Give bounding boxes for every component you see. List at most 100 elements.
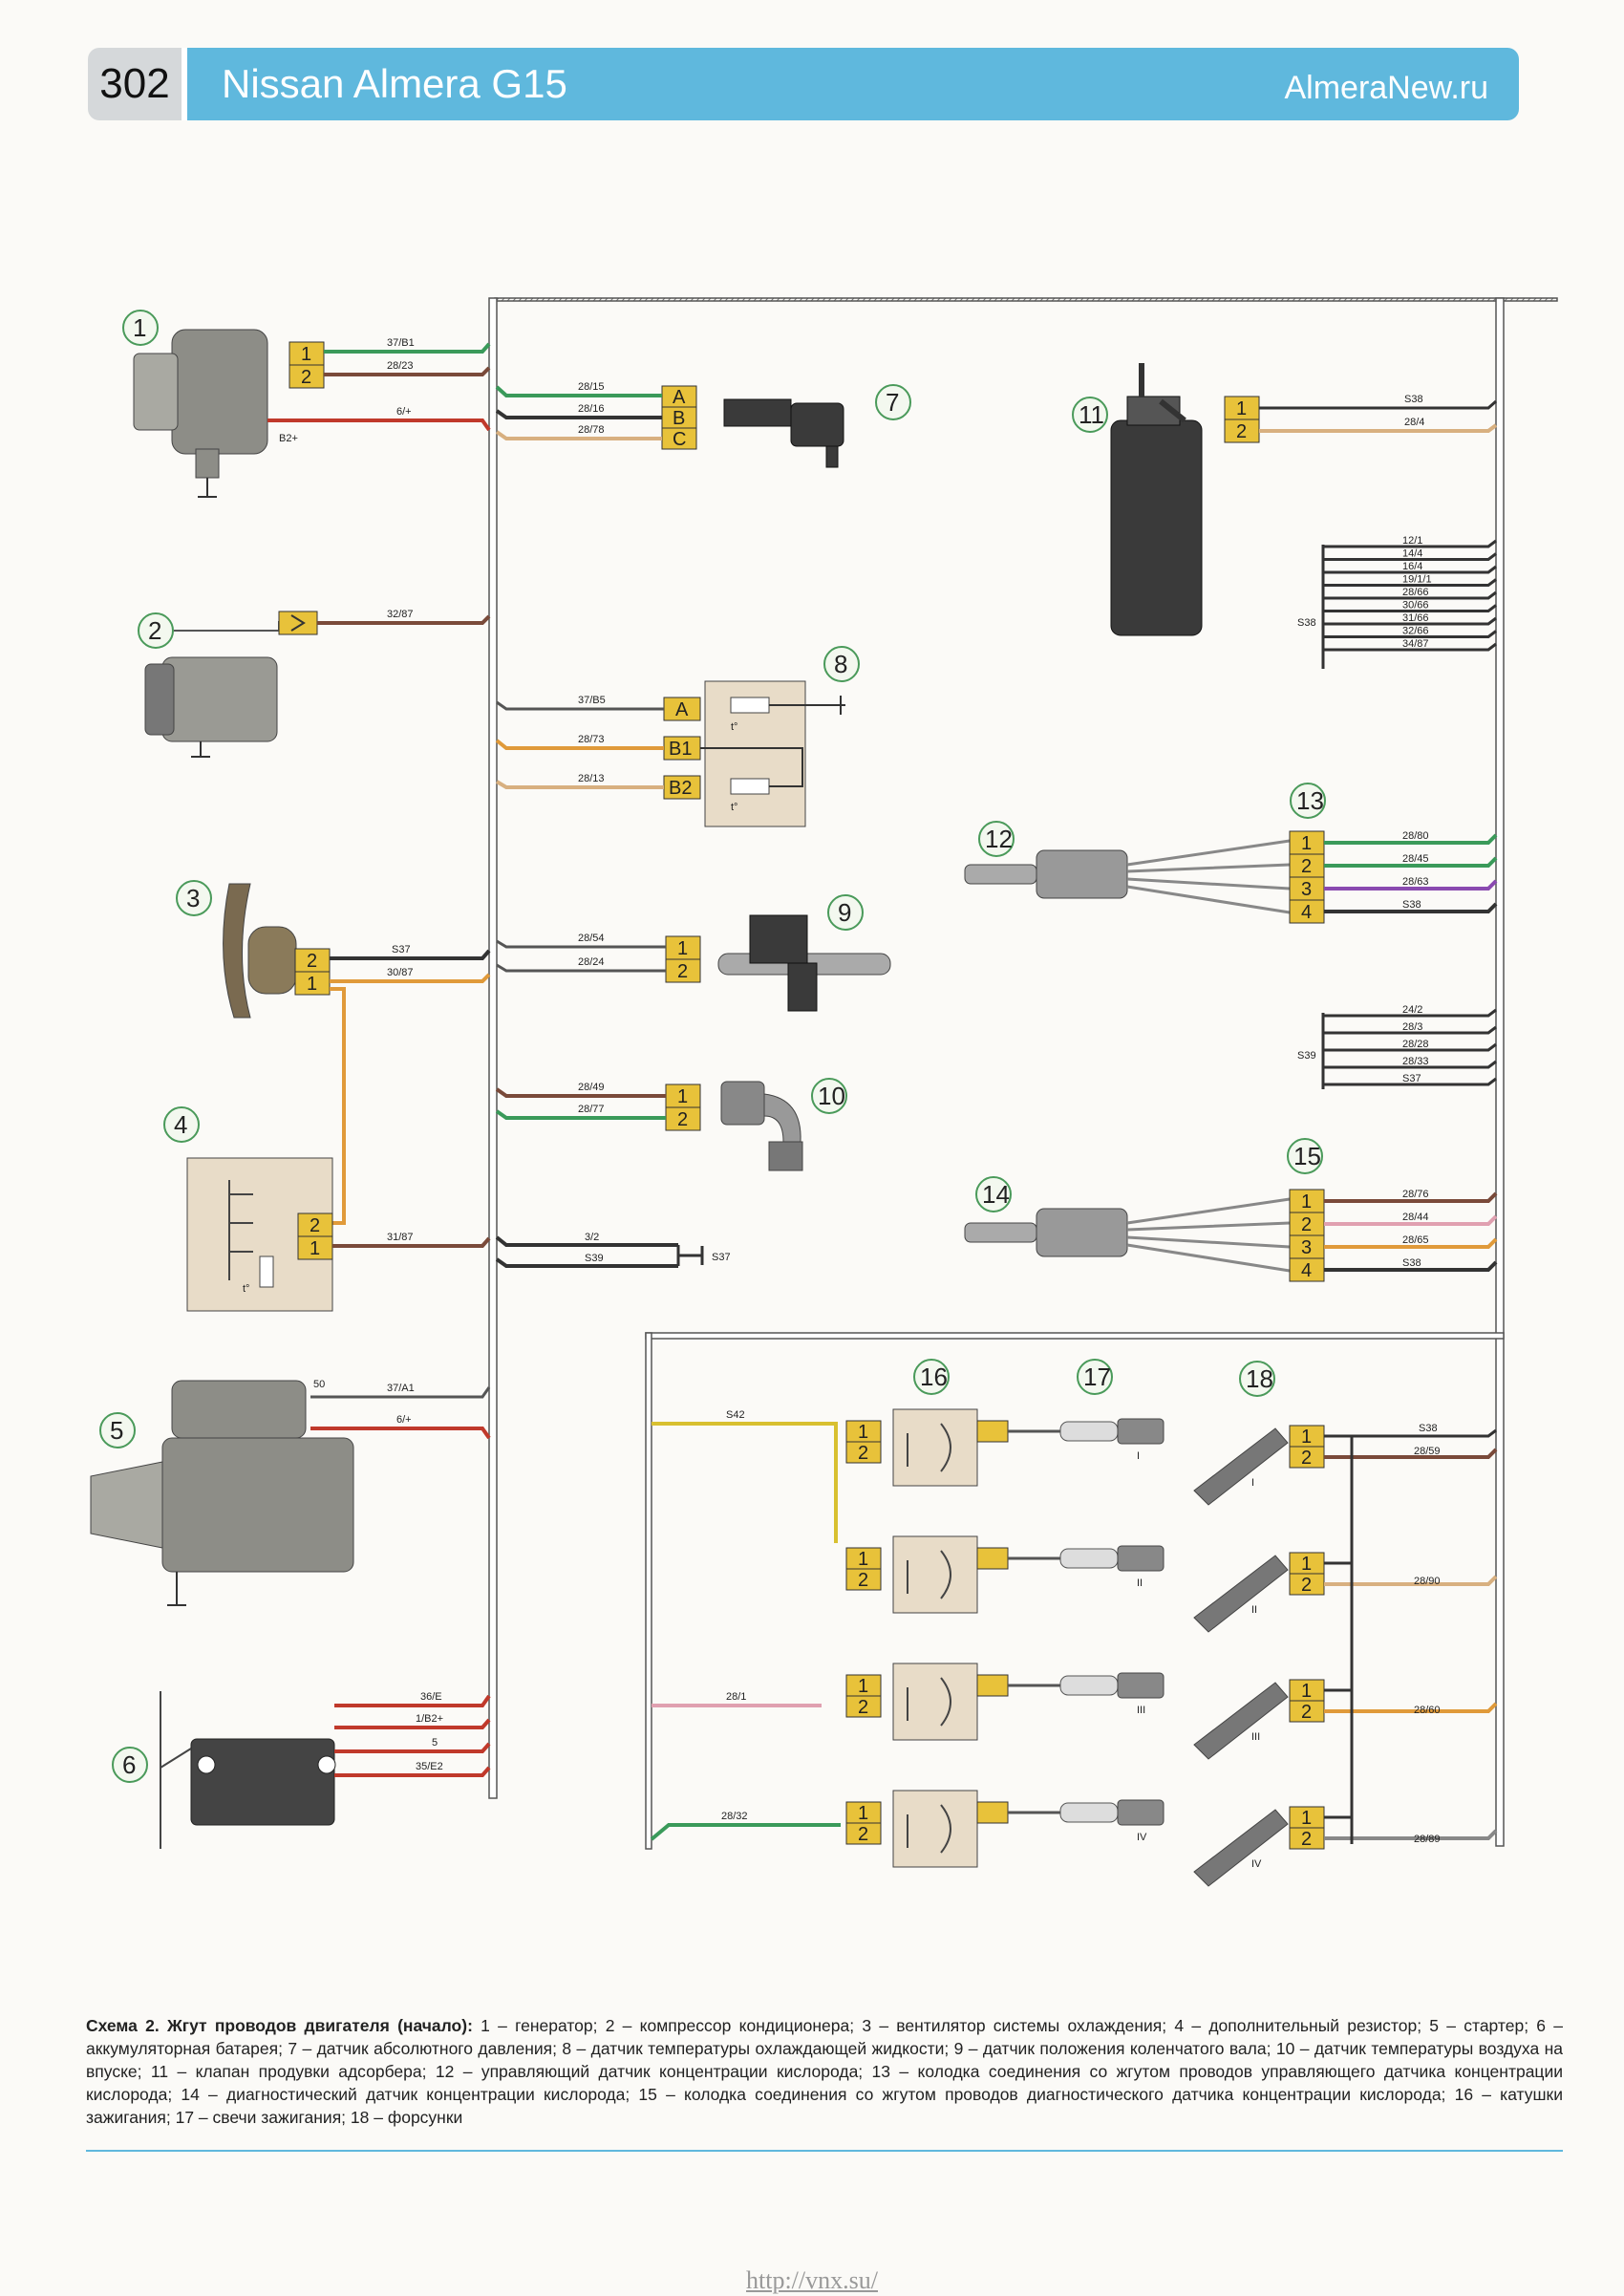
battery bbox=[160, 1691, 336, 1849]
pin-label: A bbox=[673, 387, 686, 408]
wire-label: 28/15 bbox=[578, 381, 605, 393]
component-number: 12 bbox=[985, 825, 1013, 853]
wire-label: S37 bbox=[1402, 1073, 1421, 1084]
component-marker-7 bbox=[875, 384, 911, 420]
wire-label: 28/44 bbox=[1402, 1212, 1429, 1223]
component-number: 18 bbox=[1246, 1364, 1273, 1393]
canister-purge-valve bbox=[1110, 363, 1203, 636]
connector-13: 1 2 3 4 bbox=[1289, 830, 1325, 924]
component-number: 17 bbox=[1083, 1363, 1111, 1391]
ignition-coil: 12 bbox=[845, 1790, 1060, 1868]
component-number: 1 bbox=[133, 313, 146, 342]
component-number: 7 bbox=[886, 388, 899, 417]
connector-4: 2 1 bbox=[297, 1212, 333, 1260]
component-marker-15 bbox=[1287, 1138, 1323, 1174]
component-number: 16 bbox=[920, 1363, 948, 1391]
bundle-label: S38 bbox=[1297, 617, 1316, 629]
site-name: AlmeraNew.ru bbox=[1284, 70, 1488, 106]
wire-label: B2+ bbox=[279, 433, 298, 444]
component-number: 6 bbox=[122, 1750, 136, 1779]
component-number: 4 bbox=[174, 1110, 187, 1139]
wire-label: 28/33 bbox=[1402, 1056, 1429, 1067]
fuel-injector: I12 bbox=[1193, 1425, 1498, 1506]
pin-label: 2 bbox=[858, 1570, 868, 1591]
book-title: Nissan Almera G15 bbox=[222, 61, 567, 106]
wire-label: 28/24 bbox=[578, 956, 605, 968]
connector-9: 1 2 bbox=[665, 935, 701, 983]
pin-label: 2 bbox=[1301, 1575, 1312, 1596]
cylinder-label: II bbox=[1251, 1604, 1257, 1616]
wire-label: S38 bbox=[1402, 899, 1421, 911]
component-marker-18 bbox=[1239, 1361, 1275, 1397]
spark-plug: IV bbox=[1059, 1799, 1165, 1843]
header-bar bbox=[183, 48, 1519, 120]
wire-label: 28/23 bbox=[387, 360, 414, 372]
component-marker-6 bbox=[112, 1747, 148, 1783]
pin-label: 1 bbox=[310, 1238, 320, 1259]
wire-label: S42 bbox=[726, 1409, 745, 1421]
wire-label: 28/73 bbox=[578, 734, 605, 745]
wire-label: 28/45 bbox=[1402, 853, 1429, 865]
ignition-coil: 12 bbox=[845, 1408, 1060, 1487]
wire-label: 28/13 bbox=[578, 773, 605, 784]
page-header: 302 Nissan Almera G15 AlmeraNew.ru bbox=[88, 48, 1519, 120]
wire-label: 28/4 bbox=[1404, 417, 1424, 428]
pin-label: 1 bbox=[1236, 398, 1247, 419]
wire-label: 1/B2+ bbox=[416, 1713, 443, 1725]
wire-label: 31/87 bbox=[387, 1232, 414, 1243]
wire-label: S37 bbox=[712, 1252, 731, 1263]
pin-label: A bbox=[675, 699, 689, 720]
intake-air-temp-sensor bbox=[720, 1081, 803, 1171]
generator bbox=[133, 329, 268, 498]
wire-label: 28/59 bbox=[1414, 1446, 1441, 1457]
pin-label: 2 bbox=[1301, 1214, 1312, 1235]
wire-bundle-s38: 12/114/416/419/1/128/6630/6631/6632/6634… bbox=[1321, 535, 1497, 669]
connector-7: A B C bbox=[661, 385, 697, 450]
wire-label: 28/1 bbox=[726, 1691, 746, 1703]
component-marker-10 bbox=[811, 1078, 847, 1114]
cylinder-label: I bbox=[1137, 1450, 1140, 1462]
harness-trunks bbox=[488, 297, 1558, 1850]
component-number: 13 bbox=[1296, 786, 1324, 815]
ac-compressor bbox=[144, 621, 280, 758]
pin-label: B2 bbox=[669, 778, 692, 799]
pin-label: 1 bbox=[1301, 1681, 1312, 1702]
component-marker-3 bbox=[176, 880, 212, 916]
component-marker-4 bbox=[163, 1106, 200, 1143]
component-marker-13 bbox=[1290, 783, 1326, 819]
pin-label: 2 bbox=[677, 961, 688, 982]
wire-label: 34/87 bbox=[1402, 638, 1429, 650]
pin-label: 2 bbox=[1301, 1829, 1312, 1850]
component-number: 9 bbox=[838, 898, 851, 927]
pin-label: 1 bbox=[677, 938, 688, 959]
pin-label: 1 bbox=[1301, 1191, 1312, 1212]
wire-label: 28/28 bbox=[1402, 1039, 1429, 1050]
page-number: 302 bbox=[88, 48, 187, 120]
pin-label: 1 bbox=[858, 1676, 868, 1697]
connector-3: 2 1 bbox=[294, 948, 331, 996]
cylinder-label: I bbox=[1251, 1477, 1254, 1489]
caption-text: 1 – генератор; 2 – компрессор кондиционе… bbox=[86, 2016, 1564, 2127]
connector-11: 1 2 bbox=[1224, 396, 1260, 443]
wire-label: 50 bbox=[313, 1379, 325, 1390]
wire-label: S39 bbox=[585, 1253, 604, 1264]
pin-label: 4 bbox=[1301, 1260, 1312, 1281]
component-marker-16 bbox=[913, 1359, 950, 1395]
pin-label: 2 bbox=[858, 1443, 868, 1464]
wire-label: 19/1/1 bbox=[1402, 574, 1432, 586]
pin-label: 2 bbox=[858, 1697, 868, 1718]
pin-label: 2 bbox=[1301, 1448, 1312, 1469]
pin-label: 3 bbox=[1301, 1237, 1312, 1258]
crank-sensor bbox=[717, 914, 891, 1012]
wire-label: 31/66 bbox=[1402, 612, 1429, 624]
pin-label: 1 bbox=[858, 1549, 868, 1570]
wire-label: S37 bbox=[392, 944, 411, 955]
cooling-fan bbox=[223, 883, 297, 1019]
wire-label: 32/87 bbox=[387, 609, 414, 620]
component-number: 15 bbox=[1293, 1142, 1321, 1170]
pin-label: 2 bbox=[310, 1215, 320, 1236]
pin-label: 2 bbox=[301, 367, 311, 388]
